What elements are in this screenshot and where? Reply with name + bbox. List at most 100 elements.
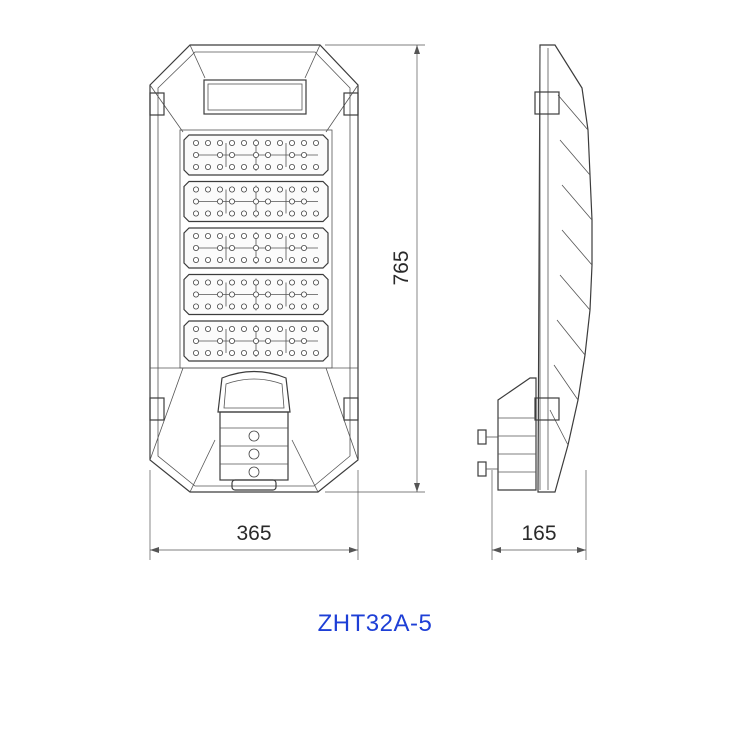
led-dot bbox=[312, 279, 319, 286]
led-dot bbox=[192, 210, 199, 217]
led-dot bbox=[252, 337, 259, 344]
led-dot bbox=[288, 151, 295, 158]
led-dot bbox=[192, 303, 199, 310]
led-dot bbox=[264, 279, 271, 286]
led-dot bbox=[216, 337, 223, 344]
model-label: ZHT32A-5 bbox=[317, 610, 433, 637]
led-dot bbox=[240, 163, 247, 170]
led-dot bbox=[312, 256, 319, 263]
led-dot bbox=[252, 244, 259, 251]
led-dot bbox=[276, 186, 283, 193]
led-dot bbox=[252, 279, 259, 286]
led-dot bbox=[300, 291, 307, 298]
led-dot bbox=[204, 303, 211, 310]
led-dot bbox=[300, 186, 307, 193]
led-dot bbox=[240, 139, 247, 146]
led-dot bbox=[252, 256, 259, 263]
led-dot bbox=[300, 139, 307, 146]
led-dot bbox=[228, 198, 235, 205]
led-dot bbox=[192, 337, 199, 344]
led-dot bbox=[192, 186, 199, 193]
bolt-2 bbox=[248, 448, 260, 460]
led-dot bbox=[312, 325, 319, 332]
led-dot bbox=[300, 244, 307, 251]
led-dot bbox=[264, 256, 271, 263]
led-dot bbox=[252, 291, 259, 298]
led-dot bbox=[288, 349, 295, 356]
led-dot bbox=[228, 291, 235, 298]
led-dot bbox=[228, 151, 235, 158]
led-dot bbox=[192, 349, 199, 356]
led-dot bbox=[312, 210, 319, 217]
led-dot bbox=[192, 244, 199, 251]
led-dot bbox=[204, 232, 211, 239]
led-dot bbox=[252, 325, 259, 332]
led-dot bbox=[264, 186, 271, 193]
led-dot bbox=[216, 186, 223, 193]
led-dot bbox=[300, 256, 307, 263]
led-dot bbox=[264, 139, 271, 146]
led-dot bbox=[204, 186, 211, 193]
led-dot bbox=[264, 151, 271, 158]
led-dot bbox=[216, 279, 223, 286]
led-dot bbox=[228, 279, 235, 286]
led-dot bbox=[216, 198, 223, 205]
led-dot bbox=[204, 279, 211, 286]
led-dot bbox=[300, 198, 307, 205]
led-dot bbox=[264, 232, 271, 239]
led-dot bbox=[240, 232, 247, 239]
led-dot bbox=[240, 303, 247, 310]
led-dot bbox=[300, 279, 307, 286]
led-dot bbox=[312, 186, 319, 193]
led-dot bbox=[240, 210, 247, 217]
led-dot bbox=[204, 325, 211, 332]
led-dot bbox=[288, 186, 295, 193]
led-dot bbox=[288, 232, 295, 239]
led-dot bbox=[216, 151, 223, 158]
led-dot bbox=[312, 349, 319, 356]
led-dot bbox=[228, 303, 235, 310]
led-dot bbox=[192, 198, 199, 205]
led-dot bbox=[300, 337, 307, 344]
side-view bbox=[477, 44, 593, 493]
led-dot bbox=[240, 325, 247, 332]
led-dot bbox=[288, 198, 295, 205]
led-modules bbox=[183, 134, 329, 362]
led-dot bbox=[192, 163, 199, 170]
led-dot bbox=[276, 210, 283, 217]
led-dot bbox=[216, 291, 223, 298]
led-dot bbox=[216, 325, 223, 332]
clip-bottom-left bbox=[149, 397, 165, 421]
led-dot bbox=[264, 349, 271, 356]
led-dot bbox=[252, 186, 259, 193]
depth-dimension: 165 bbox=[521, 522, 556, 545]
led-dot bbox=[204, 349, 211, 356]
led-dot bbox=[204, 163, 211, 170]
clip-top-left bbox=[149, 92, 165, 116]
led-dot bbox=[228, 186, 235, 193]
led-dot bbox=[276, 349, 283, 356]
led-dot bbox=[288, 325, 295, 332]
led-dot bbox=[240, 349, 247, 356]
bolt-3 bbox=[248, 466, 260, 478]
bolt-head-2 bbox=[477, 461, 487, 477]
led-dot bbox=[276, 279, 283, 286]
led-dot bbox=[240, 186, 247, 193]
led-dot bbox=[252, 198, 259, 205]
led-dot bbox=[288, 139, 295, 146]
led-dot bbox=[192, 151, 199, 158]
led-dot bbox=[288, 337, 295, 344]
led-dot bbox=[252, 232, 259, 239]
led-dot bbox=[312, 303, 319, 310]
led-dot bbox=[264, 210, 271, 217]
front-view bbox=[149, 44, 359, 493]
led-dot bbox=[252, 210, 259, 217]
led-dot bbox=[288, 303, 295, 310]
side-outline bbox=[537, 44, 593, 493]
led-dot bbox=[312, 139, 319, 146]
led-dot bbox=[312, 232, 319, 239]
led-dot bbox=[300, 151, 307, 158]
led-dot bbox=[264, 291, 271, 298]
led-dot bbox=[192, 256, 199, 263]
